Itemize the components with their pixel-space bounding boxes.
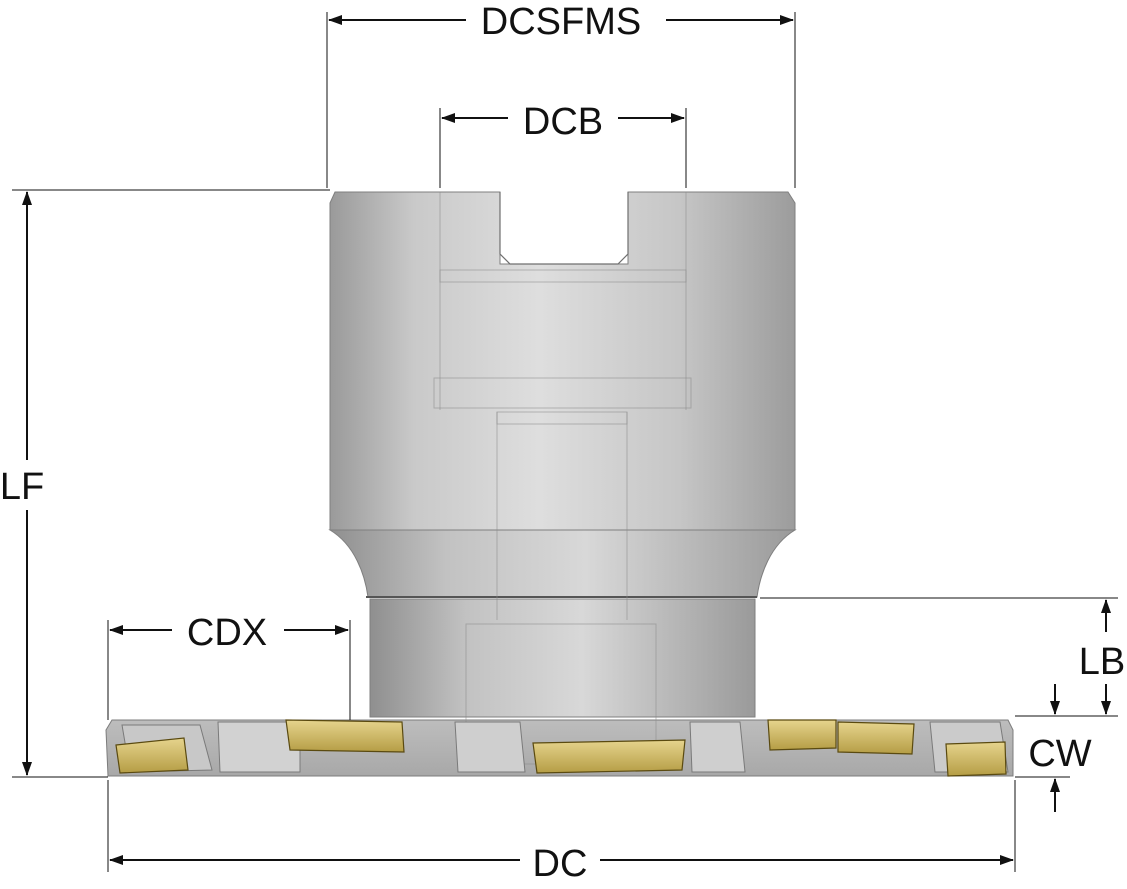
dc-label: DC: [533, 843, 588, 885]
dcsfms-label: DCSFMS: [481, 1, 641, 43]
insert: [767, 719, 837, 751]
cutting-inserts: [115, 719, 1007, 777]
insert: [115, 737, 189, 774]
lf-label: LF: [0, 466, 44, 508]
dimension-dcsfms: DCSFMS: [328, 1, 794, 43]
dcb-label: DCB: [523, 101, 603, 143]
tool-body: [105, 191, 1014, 777]
dimension-cdx: CDX: [109, 612, 349, 654]
dimension-dcb: DCB: [441, 101, 685, 143]
insert: [837, 721, 915, 755]
shank-body: [329, 191, 796, 531]
insert: [532, 739, 686, 774]
dimension-lb: LB: [1079, 599, 1125, 715]
insert: [285, 719, 405, 753]
neck-fillet: [328, 529, 797, 598]
lower-body: [369, 598, 756, 718]
dimension-cw: CW: [1028, 684, 1092, 812]
lb-label: LB: [1079, 641, 1125, 683]
cdx-label: CDX: [187, 612, 267, 654]
dimension-dc: DC: [109, 843, 1014, 885]
dimension-lf: LF: [0, 191, 44, 776]
cw-label: CW: [1028, 733, 1091, 775]
extension-lines: [12, 12, 1118, 872]
drive-slot: [499, 192, 629, 265]
insert: [945, 741, 1007, 777]
